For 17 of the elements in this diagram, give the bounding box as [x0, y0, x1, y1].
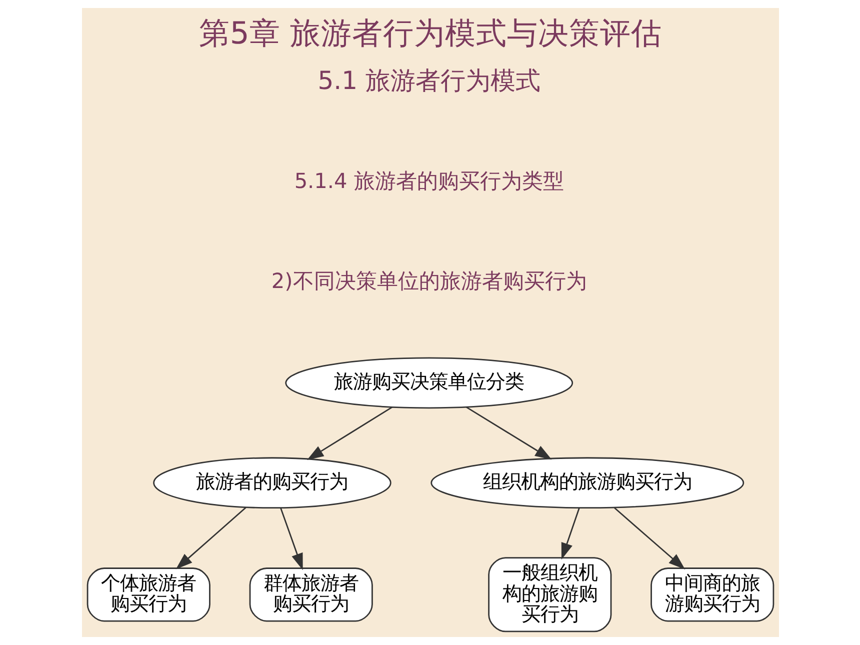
arrow [175, 506, 246, 570]
label: 2)不同决策单位的旅游者购买行为 [270, 268, 586, 293]
label: 5.1.4 旅游者的购买行为类型 [294, 168, 564, 193]
node-box: 群体旅游者购买行为 [248, 568, 372, 622]
node-ellipse: 旅游购买决策单位分类 [284, 357, 573, 409]
arrow [614, 507, 685, 570]
label: 5.1 旅游者行为模式 [317, 66, 540, 96]
node-ellipse: 组织机构的旅游购买行为 [430, 457, 744, 509]
arrow [280, 508, 302, 570]
node-box: 中间商的旅游购买行为 [650, 568, 774, 622]
arrow [560, 508, 580, 560]
arrow [465, 406, 552, 460]
diagram-title: 第5章 旅游者行为模式与决策评估 [198, 16, 662, 52]
node-box: 个体旅游者购买行为 [86, 568, 210, 622]
arrow [306, 406, 392, 460]
node-box: 一般组织机构的旅游购买行为 [488, 557, 612, 632]
node-ellipse: 旅游者的购买行为 [152, 457, 391, 509]
